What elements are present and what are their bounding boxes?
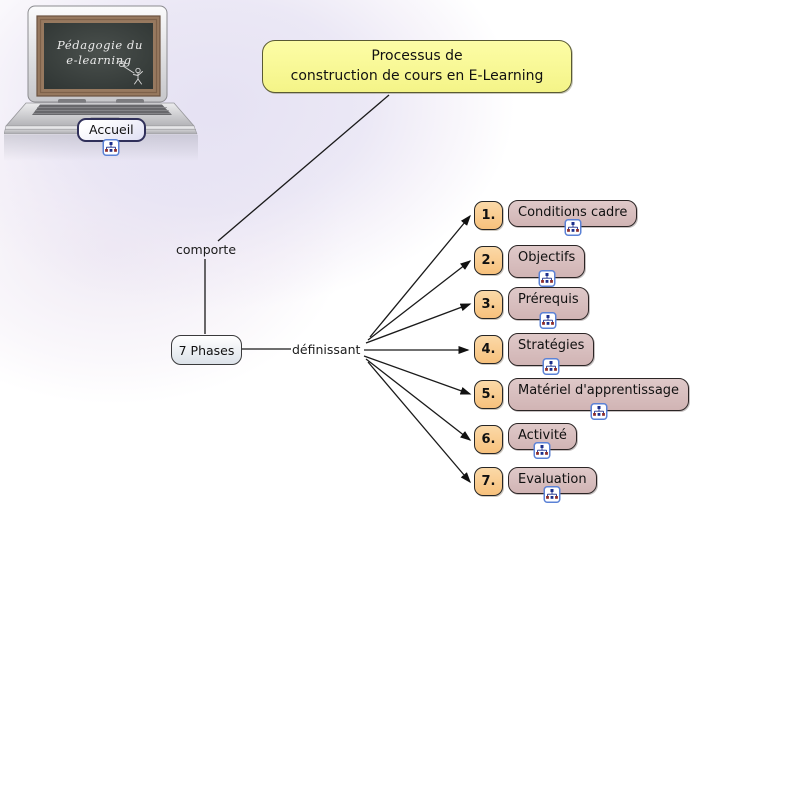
- concept-map-link-icon[interactable]: [102, 139, 120, 156]
- accueil-node[interactable]: Accueil: [77, 118, 146, 156]
- phase-6-number-badge[interactable]: 6.: [474, 425, 503, 454]
- phase-7-label: Evaluation: [518, 472, 587, 487]
- phase-4-number-badge[interactable]: 4.: [474, 335, 503, 364]
- phase-2-label-box[interactable]: Objectifs: [508, 245, 586, 287]
- phase-5-label-box[interactable]: Matériel d'apprentissage: [508, 378, 690, 420]
- laptop-illustration: Pédagogie du e-learning: [4, 5, 198, 161]
- phase-6-label-box[interactable]: Activité: [508, 423, 577, 459]
- concept-map-link-icon[interactable]: [538, 270, 556, 287]
- phase-2-label: Objectifs: [518, 250, 576, 265]
- phase-6-label: Activité: [518, 428, 567, 443]
- concept-map-link-icon[interactable]: [533, 442, 551, 459]
- chalk-doodle-icon: [116, 60, 143, 85]
- arrow-phase-1: [369, 214, 471, 338]
- arrow-phase-5: [363, 355, 472, 395]
- phase-1-number-badge[interactable]: 1.: [474, 201, 503, 230]
- accueil-label: Accueil: [89, 122, 134, 137]
- phase-1-label: Conditions cadre: [518, 205, 628, 220]
- phase-5-label: Matériel d'apprentissage: [518, 383, 680, 398]
- phase-4-label: Stratégies: [518, 338, 585, 353]
- phases-concept-node[interactable]: 7 Phases: [171, 335, 242, 365]
- chalkboard-title-line2: e-learning: [66, 53, 131, 67]
- concept-map-link-icon[interactable]: [590, 403, 608, 420]
- chalkboard-title-line1: Pédagogie du: [56, 38, 143, 52]
- phase-3-label: Prérequis: [518, 292, 579, 307]
- link-root-comporte: [217, 94, 390, 242]
- linking-phrase-comporte: comporte: [176, 242, 237, 257]
- arrow-phase-6: [365, 358, 472, 441]
- arrow-phase-3: [365, 303, 472, 344]
- root-title-line1: Processus de: [371, 48, 463, 64]
- phase-7-label-box[interactable]: Evaluation: [508, 467, 597, 503]
- concept-map-link-icon[interactable]: [539, 312, 557, 329]
- linking-phrase-definissant: définissant: [292, 342, 361, 357]
- concept-map-link-icon[interactable]: [542, 358, 560, 375]
- root-concept-node[interactable]: Processus de construction de cours en E-…: [262, 40, 572, 93]
- arrow-phase-2: [367, 260, 472, 341]
- chalkboard: [44, 23, 153, 89]
- phase-7-number-badge[interactable]: 7.: [474, 467, 503, 496]
- arrow-phase-7: [367, 361, 471, 484]
- phase-1-label-box[interactable]: Conditions cadre: [508, 200, 638, 236]
- laptop-keyboard: [32, 104, 172, 115]
- phase-2-number-badge[interactable]: 2.: [474, 246, 503, 275]
- phase-5-number-badge[interactable]: 5.: [474, 380, 503, 409]
- concept-map-link-icon[interactable]: [564, 219, 582, 236]
- phase-3-number-badge[interactable]: 3.: [474, 290, 503, 319]
- root-title-line2: construction de cours en E-Learning: [290, 68, 544, 84]
- phase-4-label-box[interactable]: Stratégies: [508, 333, 595, 375]
- concept-map-link-icon[interactable]: [543, 486, 561, 503]
- phase-3-label-box[interactable]: Prérequis: [508, 287, 589, 329]
